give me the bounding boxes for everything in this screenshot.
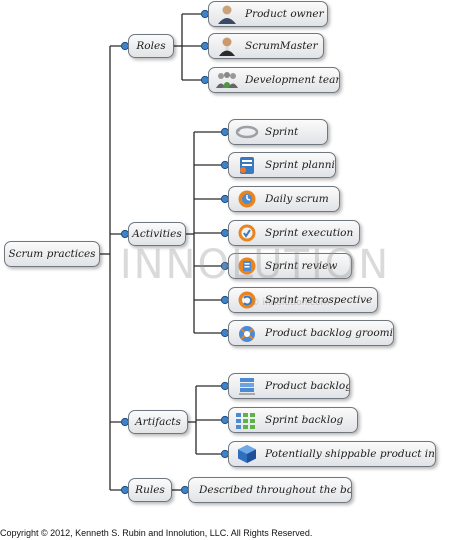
node-sprint-planning: Sprint planning [228, 152, 336, 178]
branch-artifacts: Artifacts [128, 410, 188, 434]
node-sprint-review: Sprint review [228, 253, 352, 279]
branch-activities: Activities [128, 222, 186, 246]
retrospective-icon [235, 290, 259, 310]
node-potentially-shippable-product-increment: Potentially shippable product increment [228, 441, 436, 467]
node-development-team-label: Development team [245, 74, 340, 86]
branch-roles: Roles [128, 34, 174, 58]
branch-artifacts-label: Artifacts [135, 416, 181, 428]
watermark: INNOLUTION [119, 242, 391, 288]
node-scrummaster: ScrumMaster [208, 33, 324, 59]
node-sprint-retrospective-label: Sprint retrospective [265, 294, 373, 306]
branch-activities-label: Activities [132, 228, 182, 240]
stack-icon [235, 376, 259, 396]
node-sprint-review-label: Sprint review [265, 260, 338, 272]
branch-rules-label: Rules [135, 484, 165, 496]
node-sprint-backlog: Sprint backlog [228, 407, 358, 433]
grooming-icon [235, 323, 259, 343]
review-icon [235, 256, 259, 276]
node-sprint-backlog-label: Sprint backlog [265, 414, 344, 426]
coach-icon [215, 36, 239, 56]
node-sprint: Sprint [228, 119, 328, 145]
branch-roles-label: Roles [136, 40, 166, 52]
node-sprint-retrospective: Sprint retrospective [228, 287, 378, 313]
node-product-owner-label: Product owner [245, 8, 324, 20]
node-product-backlog-grooming: Product backlog grooming [228, 320, 394, 346]
node-product-backlog-grooming-label: Product backlog grooming [265, 327, 394, 339]
person-icon [215, 4, 239, 24]
node-product-backlog-label: Product backlog [265, 380, 350, 392]
branch-rules: Rules [128, 478, 172, 502]
node-product-owner: Product owner [208, 1, 328, 27]
grid-icon [235, 410, 259, 430]
team-icon [215, 70, 239, 90]
node-potentially-shippable-product-increment-label: Potentially shippable product increment [265, 448, 435, 460]
node-sprint-planning-label: Sprint planning [265, 159, 335, 171]
node-sprint-label: Sprint [265, 126, 299, 138]
node-sprint-execution-label: Sprint execution [265, 227, 354, 239]
node-product-backlog: Product backlog [228, 373, 350, 399]
copyright-notice: Copyright © 2012, Kenneth S. Rubin and I… [0, 528, 313, 538]
daily-icon [235, 189, 259, 209]
watermark-url: © innolution.com [250, 298, 330, 308]
node-development-team: Development team [208, 67, 340, 93]
cube-icon [235, 444, 259, 464]
planning-icon [235, 155, 259, 175]
node-scrummaster-label: ScrumMaster [245, 40, 318, 52]
node-described-throughout-the-book-label: Described throughout the book [199, 484, 352, 496]
node-described-throughout-the-book: Described throughout the book [188, 477, 352, 503]
node-sprint-execution: Sprint execution [228, 220, 360, 246]
execution-icon [235, 223, 259, 243]
root-node: Scrum practices [4, 241, 100, 267]
cycle-icon [235, 122, 259, 142]
root-node-label: Scrum practices [8, 248, 96, 260]
node-daily-scrum-label: Daily scrum [265, 193, 329, 205]
node-daily-scrum: Daily scrum [228, 186, 340, 212]
